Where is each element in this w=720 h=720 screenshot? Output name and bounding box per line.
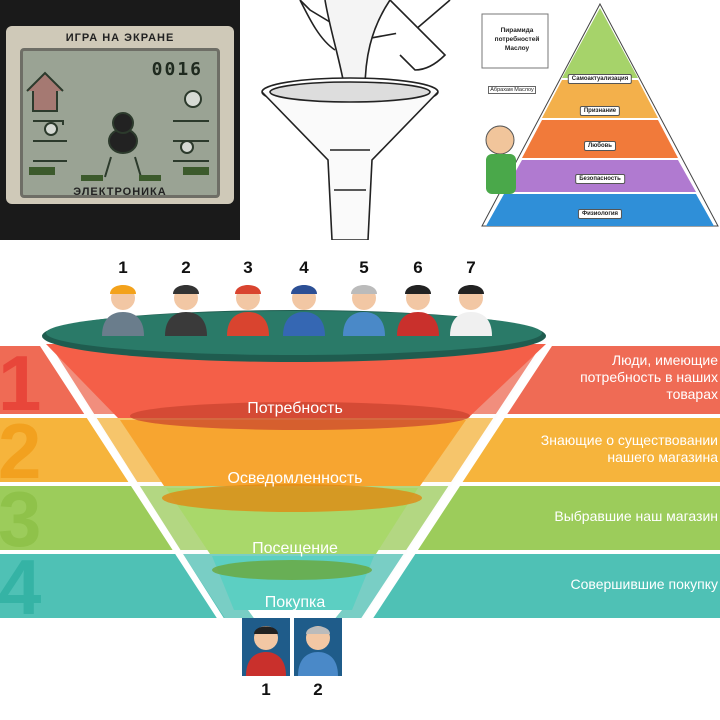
game-brand: ЭЛЕКТРОНИКА — [73, 186, 167, 198]
sales-funnel-infographic: 1 2 3 4 Потребность Осведомленность Посе… — [0, 240, 720, 720]
pyramid-title: Пирамида потребностей Маслоу — [494, 27, 540, 52]
stage-desc-1-line-2: потребность в наших — [580, 369, 718, 385]
person-top-number-3: 3 — [243, 258, 253, 277]
person-top-2-icon — [165, 285, 207, 336]
stage-number-3: 3 — [0, 475, 42, 563]
person-bottom-2-icon — [294, 618, 342, 676]
person-bottom-1-icon — [242, 618, 290, 676]
stage-desc-1-line-3: товарах — [666, 386, 718, 402]
game-bezel: ИГРА НА ЭКРАНЕ 0016 — [6, 26, 234, 204]
game-scene — [26, 71, 209, 181]
funnel-drawing — [261, 0, 451, 240]
stage-desc-1-line-1: Люди, имеющие — [611, 352, 718, 368]
person-top-number-6: 6 — [413, 258, 423, 277]
person-top-3-icon — [227, 285, 269, 336]
stage-desc-2-line-2: нашего магазина — [607, 449, 718, 465]
pyramid-level-1: Самоактуализация — [567, 74, 633, 84]
person-top-4-icon — [283, 285, 325, 336]
stage-desc-2: Знающие о существовании нашего магазина — [541, 432, 718, 466]
person-top-number-1: 1 — [118, 258, 128, 277]
person-top-number-4: 4 — [299, 258, 309, 277]
stage-desc-2-line-1: Знающие о существовании — [540, 432, 718, 448]
stage-desc-3: Выбравшие наш магазин — [554, 508, 718, 525]
game-score: 0016 — [151, 59, 203, 80]
person-top-5-icon — [343, 285, 385, 336]
person-top-number-2: 2 — [181, 258, 191, 277]
pyramid-level-2: Признание — [579, 106, 621, 116]
game-panel: ИГРА НА ЭКРАНЕ 0016 — [0, 0, 240, 240]
person-top-6-icon — [397, 285, 439, 336]
stage-label-2: Осведомленность — [227, 470, 363, 487]
person-top-number-7: 7 — [466, 258, 476, 277]
stage-desc-4: Совершившие покупку — [571, 576, 718, 593]
stage-label-3: Посещение — [252, 540, 338, 557]
stage-desc-3-line-1: Выбравшие наш магазин — [554, 508, 718, 524]
pyramid-level-4: Безопасность — [575, 174, 625, 184]
person-top-number-5: 5 — [359, 258, 369, 277]
stage-number-1: 1 — [0, 339, 42, 427]
stage-desc-4-line-1: Совершившие покупку — [570, 576, 718, 592]
maslow-pyramid-panel: Пирамида потребностей Маслоу Абрахам Мас… — [480, 0, 720, 240]
funnel-drawing-panel — [240, 0, 480, 240]
pyramid-level-3: Любовь — [583, 141, 617, 151]
stage-label-4: Покупка — [264, 594, 326, 611]
game-screen: 0016 — [20, 48, 220, 198]
person-bottom-number-1: 1 — [261, 680, 271, 699]
person-top-7-icon — [450, 285, 492, 336]
pyramid-level-5: Физиология — [577, 209, 623, 219]
person-bottom-number-2: 2 — [313, 680, 323, 699]
pyramid-author: Абрахам Маслоу — [488, 86, 536, 94]
stage-number-4: 4 — [0, 543, 42, 631]
game-title: ИГРА НА ЭКРАНЕ — [65, 32, 175, 44]
stage-desc-1: Люди, имеющие потребность в наших товара… — [580, 352, 718, 403]
stage-label-1: Потребность — [247, 400, 343, 417]
person-top-1-icon — [102, 285, 144, 336]
stage-number-2: 2 — [0, 407, 42, 495]
